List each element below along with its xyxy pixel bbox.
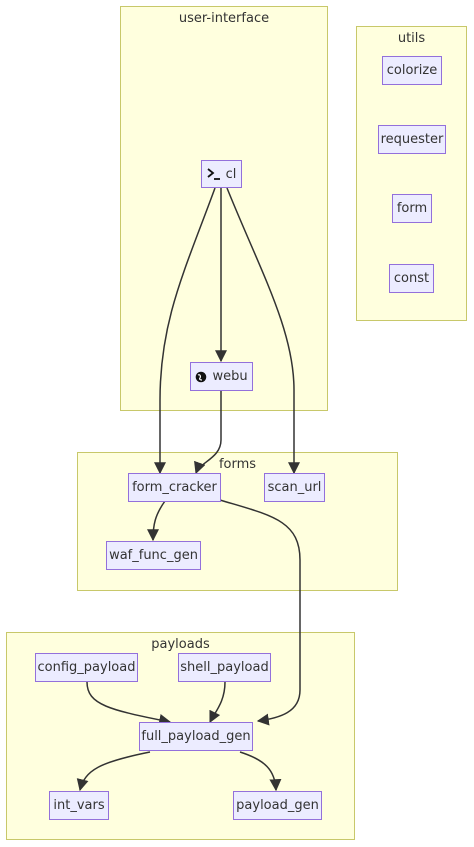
node-label-waf-func-gen: waf_func_gen xyxy=(109,548,198,563)
node-const[interactable]: const xyxy=(389,264,434,293)
node-label-scan-url: scan_url xyxy=(267,480,322,495)
node-shell-payload[interactable]: shell_payload xyxy=(178,653,271,682)
node-label-webu: webu xyxy=(212,369,248,384)
node-webu[interactable]: webu xyxy=(190,362,253,391)
node-label-colorize: colorize xyxy=(386,63,438,78)
cluster-label-payloads: payloads xyxy=(151,637,210,652)
globe-icon xyxy=(195,371,207,383)
node-label-full-payload-gen: full_payload_gen xyxy=(141,729,251,744)
cluster-label-forms: forms xyxy=(218,457,257,472)
node-form-cracker[interactable]: form_cracker xyxy=(128,473,221,502)
node-colorize[interactable]: colorize xyxy=(382,56,442,85)
node-config-payload[interactable]: config_payload xyxy=(35,653,138,682)
node-label-const: const xyxy=(393,271,430,286)
cluster-label-utils: utils xyxy=(397,31,426,46)
node-full-payload-gen[interactable]: full_payload_gen xyxy=(139,722,253,751)
node-label-cl: cl xyxy=(225,166,237,182)
node-form[interactable]: form xyxy=(392,194,432,223)
node-label-shell-payload: shell_payload xyxy=(180,660,269,675)
terminal-icon xyxy=(207,168,221,180)
node-label-int-vars: int_vars xyxy=(53,798,105,813)
node-payload-gen[interactable]: payload_gen xyxy=(233,791,322,820)
cluster-forms: forms xyxy=(77,452,398,591)
node-label-requester: requester xyxy=(380,132,444,147)
node-waf-func-gen[interactable]: waf_func_gen xyxy=(106,541,201,570)
node-label-payload-gen: payload_gen xyxy=(236,798,319,813)
node-requester[interactable]: requester xyxy=(378,125,446,154)
node-label-form-cracker: form_cracker xyxy=(132,480,217,495)
node-scan-url[interactable]: scan_url xyxy=(264,473,325,502)
cluster-user-interface: user-interface xyxy=(120,6,328,411)
cluster-label-user-interface: user-interface xyxy=(178,11,270,26)
node-label-config-payload: config_payload xyxy=(37,660,136,675)
node-label-form: form xyxy=(396,201,428,216)
node-int-vars[interactable]: int_vars xyxy=(49,791,109,820)
node-cl[interactable]: cl xyxy=(201,160,242,188)
